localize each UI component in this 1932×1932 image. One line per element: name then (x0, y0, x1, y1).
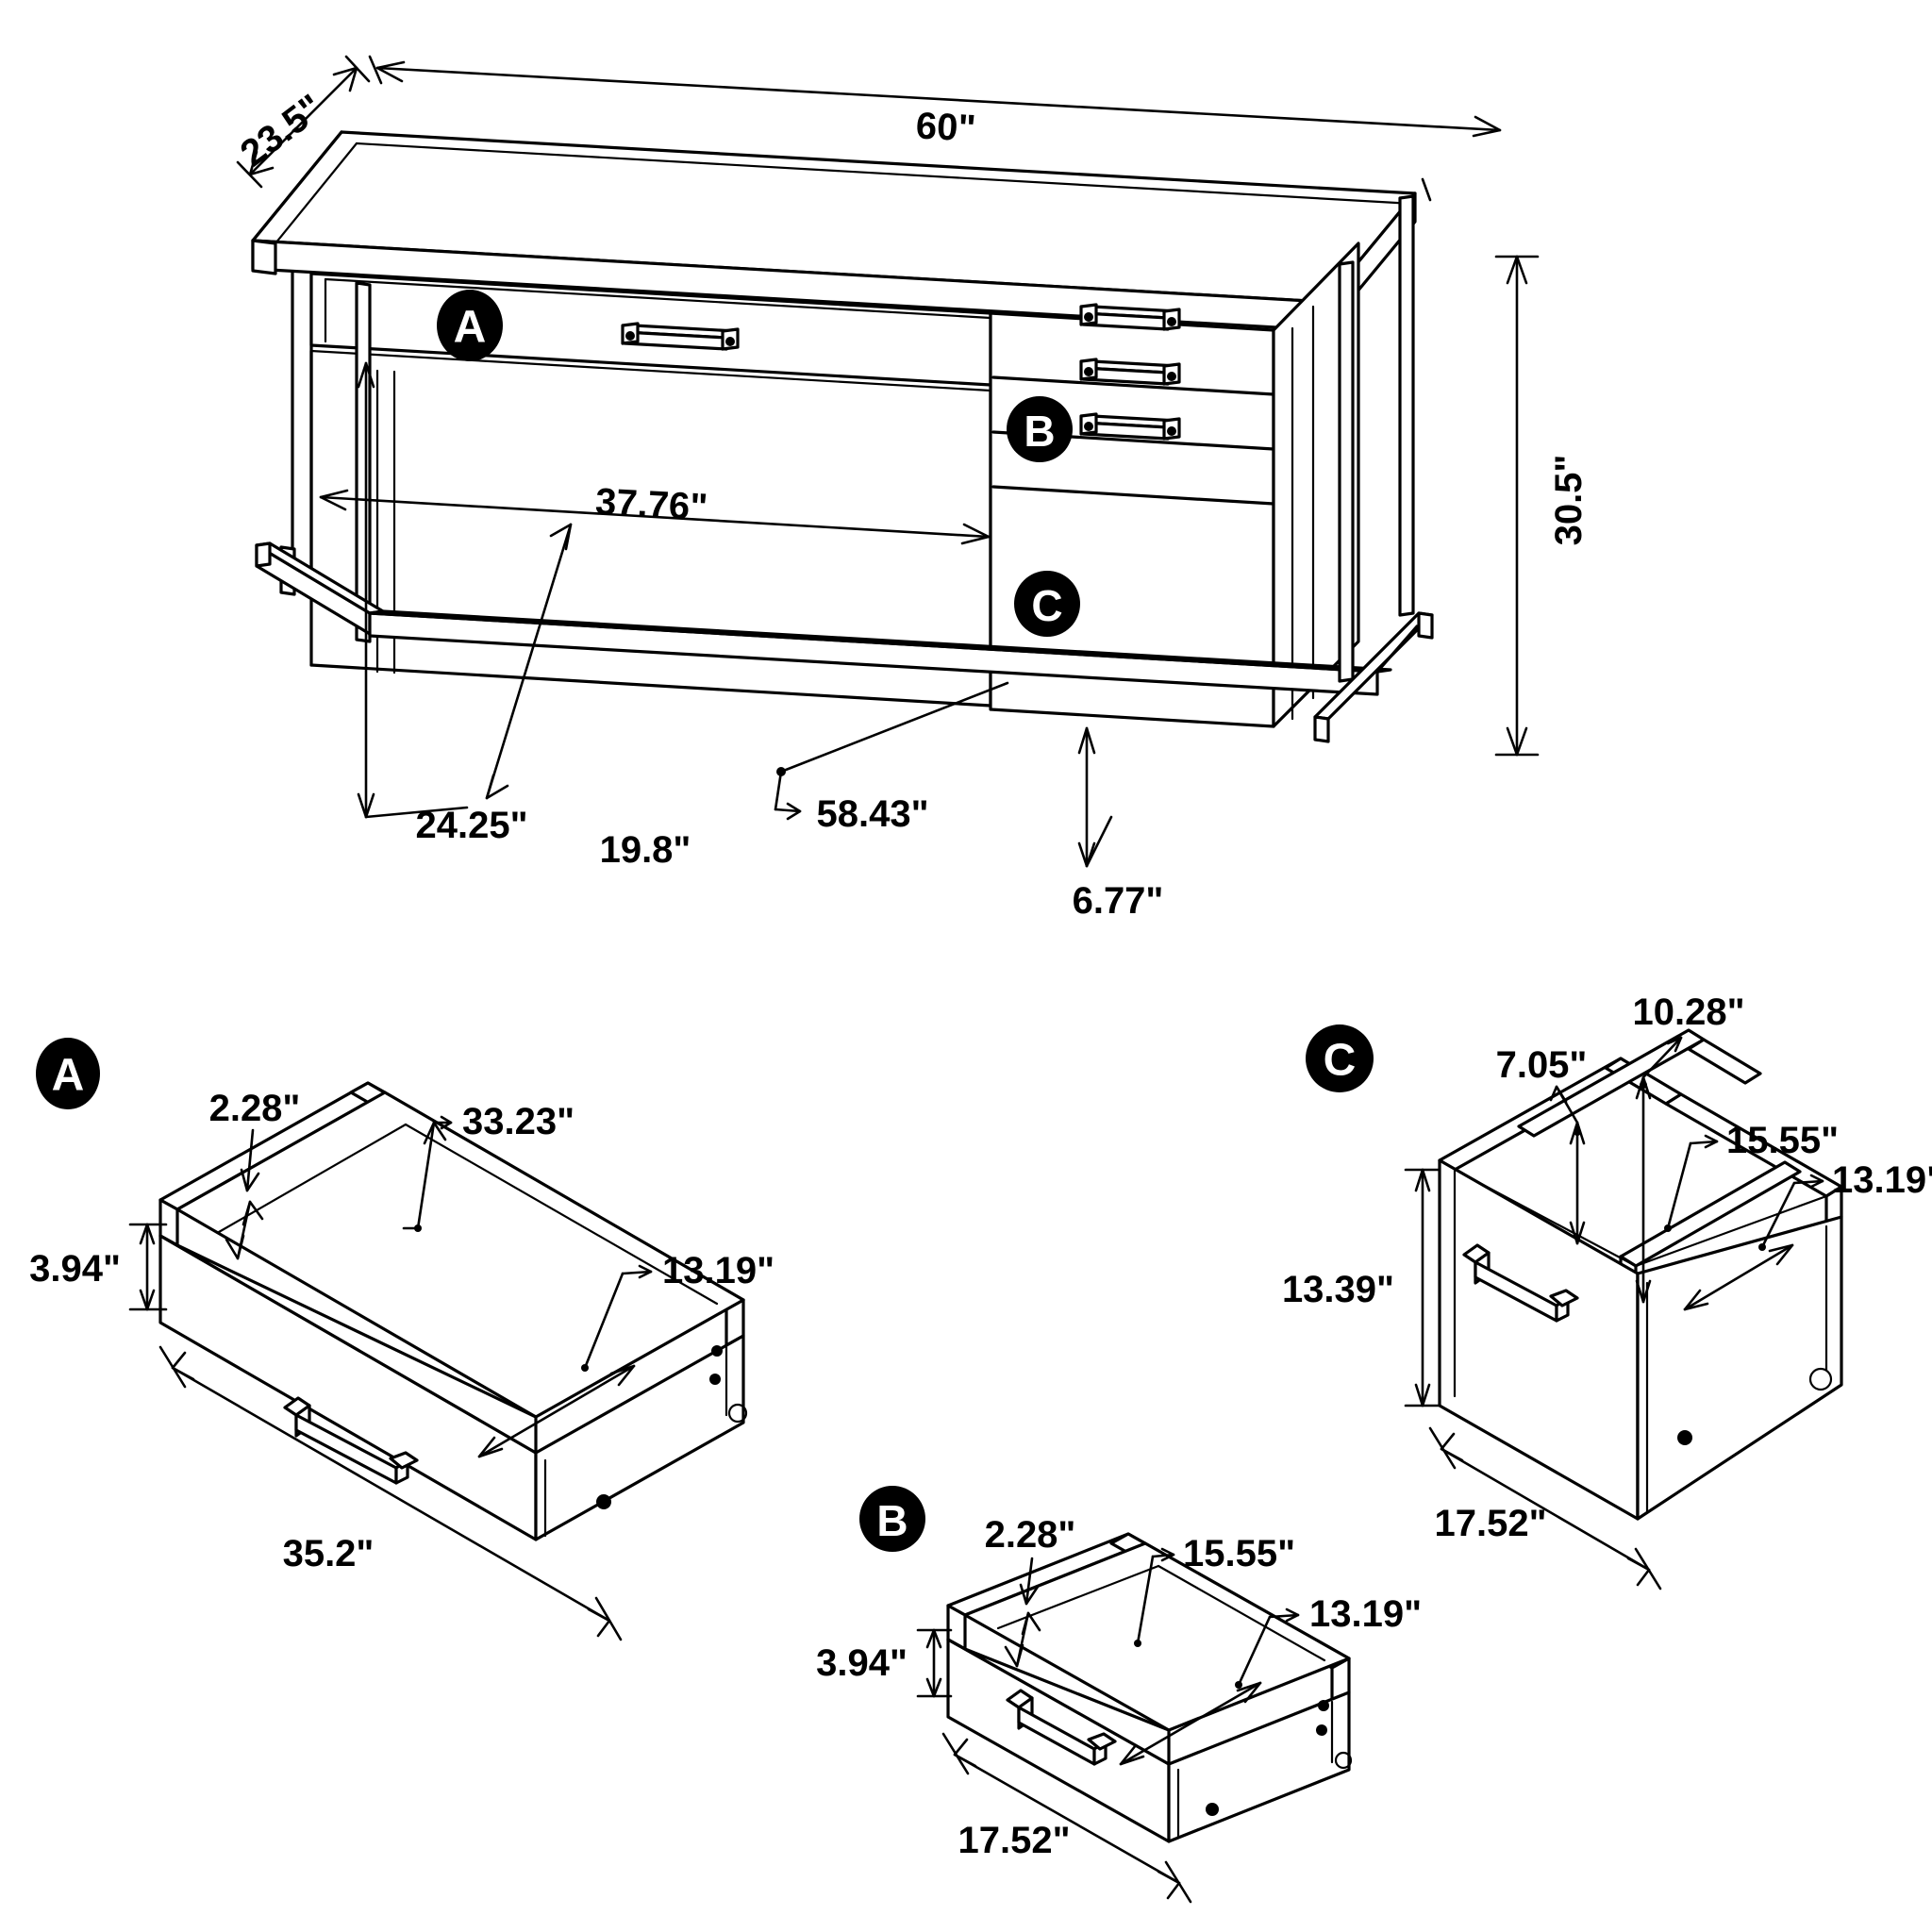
detail-c-label-17-52: 17.52" (1434, 1503, 1546, 1544)
detail-b-dimensions (916, 1547, 1300, 1904)
cabinet-drawer-handle-middle (1079, 358, 1181, 386)
dimension-label-toe: 6.77" (1073, 880, 1164, 922)
main-view-dimensions (236, 55, 1540, 868)
callout-letter-a-main: A (454, 303, 487, 353)
desk-right-leg-frame (1313, 194, 1434, 743)
detail-c-handle (1462, 1243, 1579, 1323)
detail-b-label-15-55: 15.55" (1183, 1533, 1295, 1574)
cabinet-drawer-handle-top (1079, 303, 1181, 331)
callout-letter-c-main: C (1031, 581, 1062, 630)
detail-b-view: 2.28" 15.55" 13.19" 3.94" 17.52" B (816, 1486, 1422, 1904)
detail-b-label-2-28: 2.28" (985, 1514, 1076, 1556)
detail-b-floor (963, 1541, 1351, 1732)
detail-c-label-13-19: 13.19" (1832, 1159, 1932, 1201)
callout-bubble-c-main[interactable]: C (1014, 571, 1080, 637)
detail-a-dimensions (128, 1115, 653, 1641)
dimension-label-stretcher: 19.8" (600, 829, 691, 871)
dimension-label-width: 60" (915, 105, 977, 149)
detail-a-view: 2.28" 33.23" 13.19" 3.94" 35.2" A (29, 1038, 774, 1641)
main-view-callouts: A B C (437, 290, 1080, 637)
dimension-label-knee: 37.76" (594, 481, 708, 528)
detail-c-label-10-28: 10.28" (1632, 991, 1744, 1033)
detail-c-view: 10.28" 7.05" 15.55" 13.19" 13.39" 17.52"… (1282, 991, 1932, 1591)
detail-b-label-17-52: 17.52" (958, 1820, 1070, 1861)
dimension-label-frame: 58.43" (816, 793, 928, 835)
detail-a-label-33-23: 33.23" (462, 1101, 575, 1142)
dimension-depth-23-5 (236, 55, 371, 189)
dimension-height-30-5 (1494, 255, 1540, 757)
cabinet-drawer-handle-bottom (1079, 412, 1181, 441)
dimension-knee-37-76 (319, 489, 991, 545)
detail-a-label-13-19: 13.19" (662, 1250, 774, 1291)
dimension-label-leg: 24.25" (415, 805, 527, 846)
detail-b-label-13-19: 13.19" (1309, 1593, 1422, 1635)
callout-letter-b-detail: B (876, 1496, 908, 1545)
dimension-toe-6-77 (1077, 726, 1113, 868)
dimension-frame-58-43 (774, 681, 1009, 821)
callout-letter-a-detail: A (52, 1051, 85, 1101)
dimension-leg-24-25 (357, 361, 469, 819)
drawer-a-handle (621, 322, 740, 351)
callout-letter-c-detail: C (1324, 1036, 1357, 1086)
detail-b-handle (1006, 1689, 1117, 1766)
detail-c-label-13-39: 13.39" (1282, 1269, 1394, 1310)
dimension-label-height: 30.5" (1548, 455, 1590, 546)
detail-a-label-2-28: 2.28" (209, 1088, 301, 1129)
callout-bubble-c-detail[interactable]: C (1306, 1024, 1374, 1092)
detail-a-label-3-94: 3.94" (29, 1248, 121, 1290)
detail-c-dimensions (1404, 1036, 1824, 1591)
detail-a-label-35-2: 35.2" (283, 1533, 375, 1574)
detail-c-label-7-05: 7.05" (1496, 1044, 1588, 1086)
detail-a-right-panel (534, 1334, 745, 1541)
callout-bubble-a-main[interactable]: A (437, 290, 503, 361)
desk-top-left-corner-block (251, 239, 277, 275)
callout-letter-b-main: B (1024, 407, 1055, 456)
detail-a-handle (283, 1396, 419, 1485)
dimension-width-60 (368, 55, 1502, 202)
callout-bubble-a-detail[interactable]: A (36, 1038, 100, 1109)
dimension-stretcher-19-8 (485, 523, 573, 800)
detail-b-label-3-94: 3.94" (816, 1642, 908, 1684)
callout-bubble-b-main[interactable]: B (1007, 396, 1073, 462)
detail-c-label-15-55: 15.55" (1726, 1120, 1839, 1161)
callout-bubble-b-detail[interactable]: B (859, 1486, 925, 1552)
